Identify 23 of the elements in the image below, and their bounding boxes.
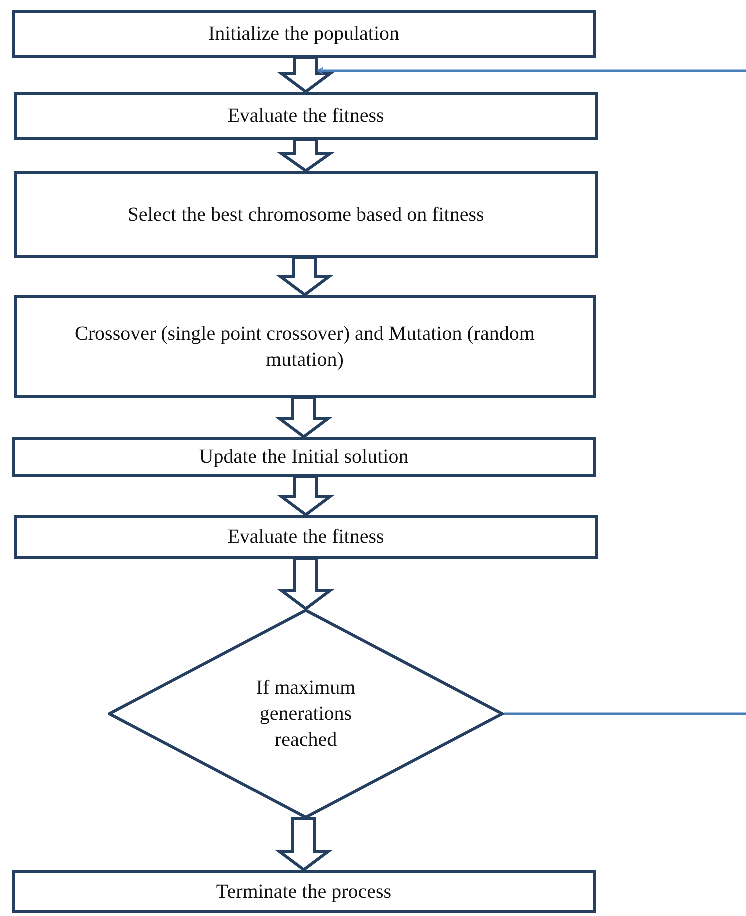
block-arrow xyxy=(278,476,334,517)
block-arrow xyxy=(276,396,332,439)
block-arrow xyxy=(278,56,334,94)
decision-text: If maximum generations reached xyxy=(255,676,357,753)
loop-arrow xyxy=(317,67,746,75)
process-box xyxy=(12,10,596,58)
process-box xyxy=(12,437,596,477)
block-arrow xyxy=(277,138,335,173)
process-box xyxy=(12,870,596,913)
process-box xyxy=(14,515,598,559)
process-box xyxy=(14,92,598,140)
step-text: Update the Initial solution xyxy=(199,445,409,470)
step-text: Evaluate the fitness xyxy=(228,525,384,550)
block-arrow xyxy=(276,256,334,297)
step-text: Evaluate the fitness xyxy=(228,104,384,129)
block-arrow xyxy=(278,558,334,611)
block-arrow xyxy=(276,818,332,872)
step-text: Terminate the process xyxy=(216,880,392,904)
step-text: Initialize the population xyxy=(208,22,400,47)
process-box xyxy=(14,295,596,398)
step-text: Crossover (single point crossover) and Mutation (random mutation) xyxy=(74,322,536,372)
step-text: Select the best chromosome based on fitness xyxy=(128,202,484,228)
process-box xyxy=(14,171,598,258)
